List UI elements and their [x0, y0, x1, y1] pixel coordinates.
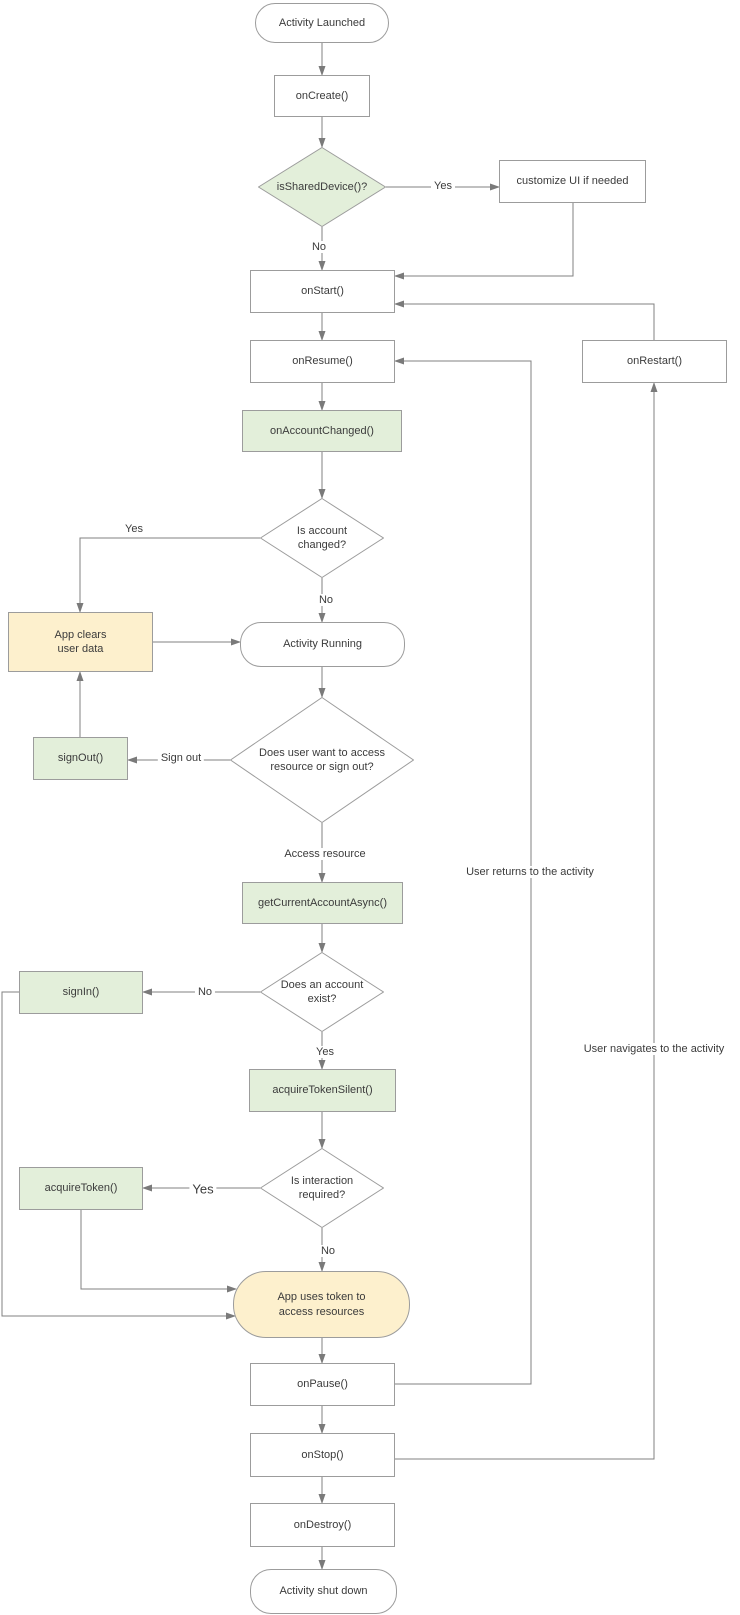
edge-acquiretoken-to-app-uses-token: [80, 1210, 237, 1293]
edge-signin-to-app-uses-token: [1, 991, 236, 1320]
edge-label-shared-device-yes: Yes: [431, 180, 455, 192]
edge-label-account-changed-no: No: [315, 594, 337, 606]
edge-label-account-exist-yes: Yes: [313, 1046, 337, 1058]
node-onpause: onPause(): [250, 1363, 395, 1406]
node-label-acquiretoken: acquireToken(): [44, 1182, 118, 1195]
node-label-customize-ui: customize UI if needed: [516, 175, 629, 188]
edge-label-user-navigates: User navigates to the activity: [580, 1043, 728, 1055]
node-label-onstop: onStop(): [301, 1448, 344, 1461]
node-label-oncreate: onCreate(): [295, 89, 349, 102]
node-app-uses-token: App uses token to access resources: [233, 1271, 410, 1338]
node-activity-running: Activity Running: [240, 622, 405, 667]
node-app-clears-user-data: App clears user data: [8, 612, 153, 672]
node-label-onaccountchanged: onAccountChanged(): [270, 424, 374, 437]
node-label-onrestart: onRestart(): [626, 355, 683, 368]
node-acquiretokensilent: acquireTokenSilent(): [249, 1069, 396, 1112]
node-ondestroy: onDestroy(): [250, 1503, 395, 1547]
node-oncreate: onCreate(): [274, 75, 370, 117]
node-label-acquiretokensilent: acquireTokenSilent(): [272, 1084, 373, 1097]
node-is-interaction-required: Is interaction required?: [260, 1148, 384, 1228]
node-label-onpause: onPause(): [297, 1378, 348, 1391]
edge-label-user-returns: User returns to the activity: [463, 866, 597, 878]
node-activity-shut-down: Activity shut down: [250, 1569, 397, 1614]
isshareddevice-diamond-outline: [258, 147, 386, 227]
node-getcurrentaccountasync: getCurrentAccountAsync(): [242, 882, 403, 924]
node-label-signin: signIn(): [62, 986, 100, 999]
node-activity-launched: Activity Launched: [255, 3, 389, 43]
node-label-is-account-changed: Is account changed?: [296, 524, 348, 551]
edge-label-interaction-no: No: [317, 1245, 339, 1257]
node-onstop: onStop(): [250, 1433, 395, 1477]
node-label-ondestroy: onDestroy(): [293, 1518, 352, 1531]
does-account-exist-diamond-shape: [260, 952, 384, 1032]
edge-label-access-resource: Access resource: [281, 848, 369, 860]
node-is-account-changed: Is account changed?: [260, 498, 384, 578]
node-does-user-want: Does user want to access resource or sig…: [230, 697, 414, 823]
node-label-is-interaction-required: Is interaction required?: [290, 1174, 354, 1201]
node-customize-ui: customize UI if needed: [499, 160, 646, 203]
node-does-account-exist: Does an account exist?: [260, 952, 384, 1032]
is-account-changed-diamond-outline: [260, 498, 384, 578]
node-label-isshareddevice: isSharedDevice()?: [276, 180, 368, 193]
node-label-onstart: onStart(): [301, 285, 344, 298]
node-label-does-user-want: Does user want to access resource or sig…: [259, 746, 385, 773]
node-label-getcurrentaccountasync: getCurrentAccountAsync(): [258, 896, 387, 909]
edge-customize-ui-to-onstart: [394, 203, 574, 280]
node-onstart: onStart(): [250, 270, 395, 313]
edge-onstop-to-onrestart: [395, 382, 658, 1460]
node-onrestart: onRestart(): [582, 340, 727, 383]
edge-label-account-exist-no: No: [194, 986, 216, 998]
does-user-want-diamond-shape: [230, 697, 414, 823]
edge-label-sign-out: Sign out: [157, 752, 205, 764]
node-isshareddevice: isSharedDevice()?: [258, 147, 386, 227]
node-label-app-uses-token: App uses token to access resources: [277, 1291, 366, 1318]
node-acquiretoken: acquireToken(): [19, 1167, 143, 1210]
does-user-want-diamond-outline: [230, 697, 414, 823]
is-interaction-required-diamond-shape: [260, 1148, 384, 1228]
node-label-activity-running: Activity Running: [283, 638, 362, 651]
node-label-signout: signOut(): [57, 752, 104, 765]
node-signout: signOut(): [33, 737, 128, 780]
node-label-activity-shut-down: Activity shut down: [279, 1585, 368, 1598]
node-onresume: onResume(): [250, 340, 395, 383]
edge-onrestart-to-onstart: [394, 300, 655, 340]
is-account-changed-diamond-shape: [260, 498, 384, 578]
does-account-exist-diamond-outline: [260, 952, 384, 1032]
edge-label-interaction-yes: Yes: [189, 1181, 217, 1197]
is-interaction-required-diamond-outline: [260, 1148, 384, 1228]
node-label-onresume: onResume(): [292, 355, 353, 368]
isshareddevice-diamond-shape: [258, 147, 386, 227]
edge-account-changed-yes-to-app-clears: [76, 537, 260, 613]
node-onaccountchanged: onAccountChanged(): [242, 410, 402, 452]
node-label-activity-launched: Activity Launched: [278, 16, 366, 29]
edge-label-account-changed-yes: Yes: [122, 523, 146, 535]
edge-label-shared-device-no: No: [308, 241, 330, 253]
node-label-does-account-exist: Does an account exist?: [280, 978, 364, 1005]
node-signin: signIn(): [19, 971, 143, 1014]
node-label-app-clears-user-data: App clears user data: [54, 628, 107, 655]
